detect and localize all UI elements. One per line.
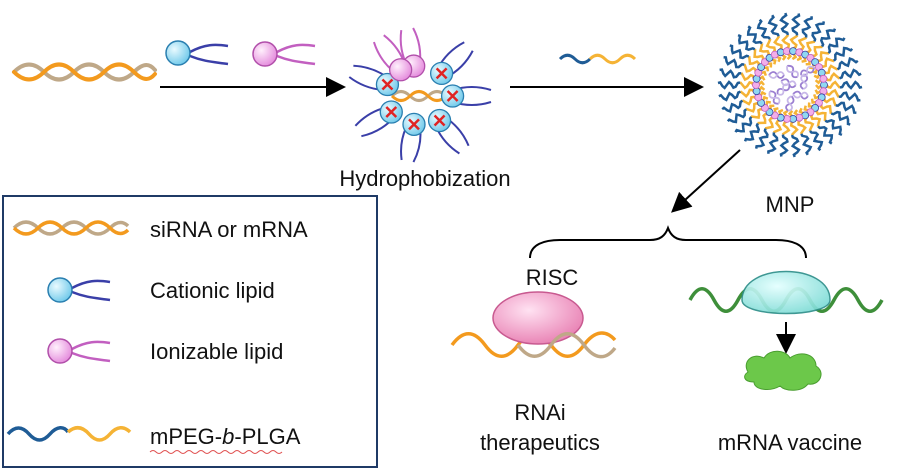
ribosome <box>741 270 831 315</box>
arrow-application <box>671 149 741 213</box>
cationic-lipid-icon <box>440 84 492 108</box>
legend-item-copolymer: mPEG-b-PLGA <box>6 424 301 454</box>
cross-mark-icon <box>385 106 398 118</box>
copolymer-icon <box>6 426 132 442</box>
legend-item-rna: siRNA or mRNA <box>12 217 308 242</box>
mnp-nanoparticle <box>717 12 863 158</box>
copolymer-icon-top <box>558 53 637 65</box>
double-helix-icon <box>12 220 130 236</box>
protein-blob <box>744 350 822 391</box>
risc-label: RISC <box>526 265 579 290</box>
legend-label-cationic: Cationic lipid <box>150 278 275 303</box>
ionizable-lipid-icon <box>372 34 413 82</box>
cationic-lipid-icon <box>427 108 470 155</box>
legend-item-cationic: Cationic lipid <box>47 277 275 303</box>
input-rna-helix <box>12 62 157 82</box>
rnai-illustration <box>450 291 617 359</box>
legend-label-rna: siRNA or mRNA <box>150 217 308 242</box>
legend-label-ionizable: Ionizable lipid <box>150 339 283 364</box>
ionizable-lipid-icon <box>47 338 111 364</box>
cationic-lipid-icon <box>165 40 229 66</box>
legend: siRNA or mRNA Cationic lipid Ionizable l… <box>2 195 378 468</box>
cationic-lipid-icon <box>400 112 426 163</box>
cationic-lipid-icon <box>354 100 403 138</box>
cationic-lipid-icon <box>348 64 400 97</box>
cationic-lipid-icon <box>429 41 474 86</box>
cross-mark-icon <box>446 90 459 102</box>
rnai-label-line2: therapeutics <box>480 430 600 455</box>
legend-label-copolymer: mPEG-b-PLGA <box>150 424 301 449</box>
cross-mark-icon <box>408 118 420 131</box>
mrna-vaccine-label: mRNA vaccine <box>718 430 862 455</box>
rnai-label-line1: RNAi <box>514 400 565 425</box>
cross-mark-icon <box>381 78 394 91</box>
cross-mark-icon <box>433 114 446 127</box>
hydrophobized-complex <box>348 27 492 163</box>
cross-mark-icon <box>435 67 448 80</box>
cationic-lipid-icon <box>47 277 111 303</box>
mnp-label: MNP <box>766 192 815 217</box>
spellcheck-underline <box>149 450 283 454</box>
mrna-vaccine-illustration <box>688 270 884 391</box>
hydrophobization-label: Hydrophobization <box>339 166 510 191</box>
risc-complex <box>492 291 584 345</box>
curly-brace <box>529 225 807 259</box>
ionizable-lipid-icon <box>252 41 316 67</box>
legend-item-ionizable: Ionizable lipid <box>47 338 283 364</box>
